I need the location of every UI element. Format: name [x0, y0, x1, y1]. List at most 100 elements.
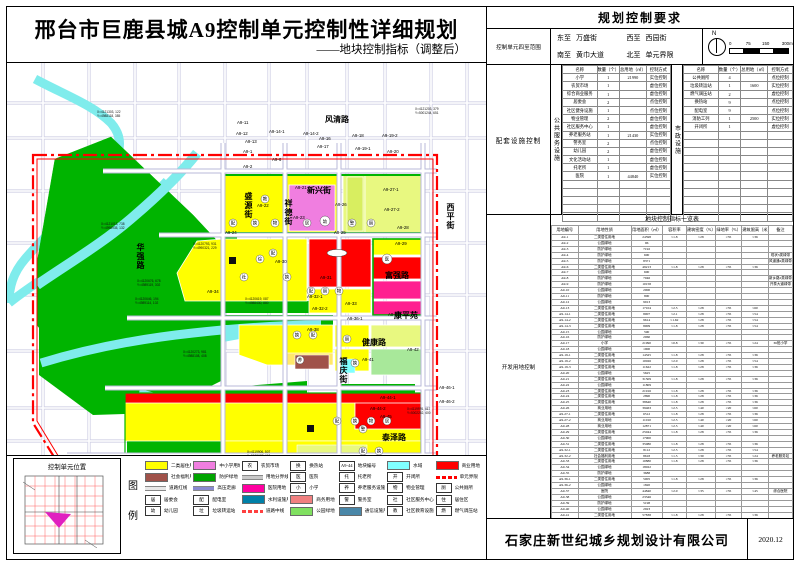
land-table-caption: 地块控制指标一览表	[644, 217, 699, 223]
table-cell: 点位控制	[645, 97, 672, 107]
table-cell: 1	[596, 122, 621, 132]
parcel-code: A9-23	[293, 215, 305, 220]
table-cell: 燃气调压站	[683, 89, 719, 99]
table-row-empty	[683, 155, 793, 165]
table-cell	[683, 138, 719, 148]
table-cell	[596, 179, 621, 189]
legend-symbol-icon: 垃	[193, 506, 210, 517]
column-header: 总用地（㎡）	[740, 64, 769, 75]
legend-item-label: 物业管理	[406, 485, 425, 491]
table-cell: 实位控制	[645, 73, 672, 83]
column-header: 用地编号	[551, 225, 579, 235]
coordinate-line: X=4121013, 738	[101, 222, 125, 226]
map-pane: 邢台市巨鹿县城A9控制单元控制性详细规划 ——地块控制指标（调整后）	[7, 7, 487, 559]
column-header: 数量（个）	[717, 64, 742, 75]
table-cell: 9	[717, 97, 742, 107]
table-cell: 2500	[740, 114, 769, 124]
table-cell	[740, 195, 769, 206]
table-cell	[645, 179, 672, 189]
legend-symbol-icon: 社	[387, 494, 404, 505]
legend-symbol-icon: 燃	[435, 506, 452, 517]
parcel-code: A9-14-1	[269, 129, 285, 134]
legend-item-label: 地块编号	[357, 462, 377, 468]
legend-zone: 控制单元位置	[7, 456, 486, 559]
table-header-row: 名称数量（个）总用地（㎡）控制方式	[683, 64, 793, 75]
land-control-table: 用地编号用地性质用地面积（㎡）容积率建筑密度（%）绿地率（%）建筑限高（米）备注…	[551, 225, 793, 518]
svg-text:物: 物	[337, 288, 342, 295]
table-cell	[717, 155, 742, 165]
legend-item-label: 医院用地	[267, 485, 287, 491]
legend-items: 二类居住用地中小学用地农农贸市场换换热站A9-44地块编号水域商业用地社会福利用…	[145, 460, 482, 545]
svg-text:配: 配	[309, 289, 314, 295]
table-cell	[717, 163, 742, 173]
unit-boundary	[31, 153, 439, 455]
parcel-code: A9-19-1	[355, 146, 371, 151]
legend-item-label: 道路红线	[169, 485, 188, 491]
table-cell: 1	[596, 155, 621, 165]
scope-key: 西至	[626, 33, 641, 42]
table-cell	[740, 155, 769, 165]
legend-item-label: 燃气调压站	[454, 508, 478, 514]
table-cell: 2	[596, 146, 621, 157]
table-cell	[717, 146, 742, 157]
table-cell	[717, 138, 742, 148]
table-cell	[740, 187, 769, 198]
legend-color-swatch	[338, 506, 362, 516]
parcel-code: A9-27-2	[384, 207, 400, 212]
table-cell	[683, 204, 719, 214]
table-cell: 1	[596, 81, 621, 91]
table-row-empty	[562, 179, 672, 189]
map-graphic[interactable]: 配换 物居 幼 警厕 综配 社换 配厕 物 换配 厕换 养 配换 物居 警 配换…	[7, 63, 486, 456]
legend-item-label: 水利设施用地	[267, 496, 288, 502]
table-cell	[740, 171, 769, 181]
coordinate-line: X=4120619, 087	[245, 297, 269, 301]
scope-value: 西园街	[645, 33, 667, 42]
table-cell: 点位控制	[767, 73, 793, 83]
table-cell: 虚位控制	[645, 114, 672, 124]
legend-item-label: 社区服务中心	[406, 496, 434, 502]
legend-item-label: 公共厕所	[454, 485, 473, 491]
location-inset-map	[22, 475, 104, 548]
table-cell: 1	[596, 130, 621, 140]
table-cell: 虚位控制	[645, 146, 672, 157]
legend-item: 小小学	[290, 483, 336, 494]
table-cell	[619, 155, 647, 165]
table-cell: 社区健身设施	[562, 105, 598, 116]
legend-item: 用地分界线	[241, 471, 288, 482]
plan-map[interactable]: 配换 物居 幼 警厕 综配 社换 配厕 物 换配 厕换 养 配换 物居 警 配换…	[7, 63, 486, 456]
coordinate-line: Y=4988430, 880	[245, 301, 269, 305]
column-header: 数量（个）	[596, 64, 621, 75]
table-cell: 农贸市场	[562, 81, 598, 91]
table-cell: 1	[596, 171, 621, 181]
legend-color-swatch	[193, 461, 217, 471]
parcel-code: A9-11	[237, 120, 249, 125]
table-cell: 点位控制	[767, 97, 793, 107]
svg-text:警: 警	[350, 220, 355, 227]
table-cell	[740, 105, 769, 116]
legend-parcel-code-icon: A9-44	[338, 460, 355, 471]
scope-key: 北至	[626, 51, 641, 60]
table-cell	[562, 204, 598, 214]
parcel-code: A9-1	[243, 149, 253, 154]
column-header: 备注	[767, 225, 793, 235]
table-cell: 现状3类绿带	[767, 251, 793, 259]
svg-text:厕: 厕	[345, 337, 350, 343]
legend-item: 商务用地	[290, 494, 336, 505]
table-cell	[740, 163, 769, 173]
parcel-code: A9-31	[320, 275, 332, 280]
location-inset[interactable]: 控制单元位置	[13, 458, 121, 554]
road-label: 富强路	[385, 271, 409, 280]
table-cell: 虚位控制	[767, 122, 793, 132]
coordinate-line: X=4120646, 194	[135, 297, 159, 301]
parcel-code: A9-28	[397, 225, 409, 230]
